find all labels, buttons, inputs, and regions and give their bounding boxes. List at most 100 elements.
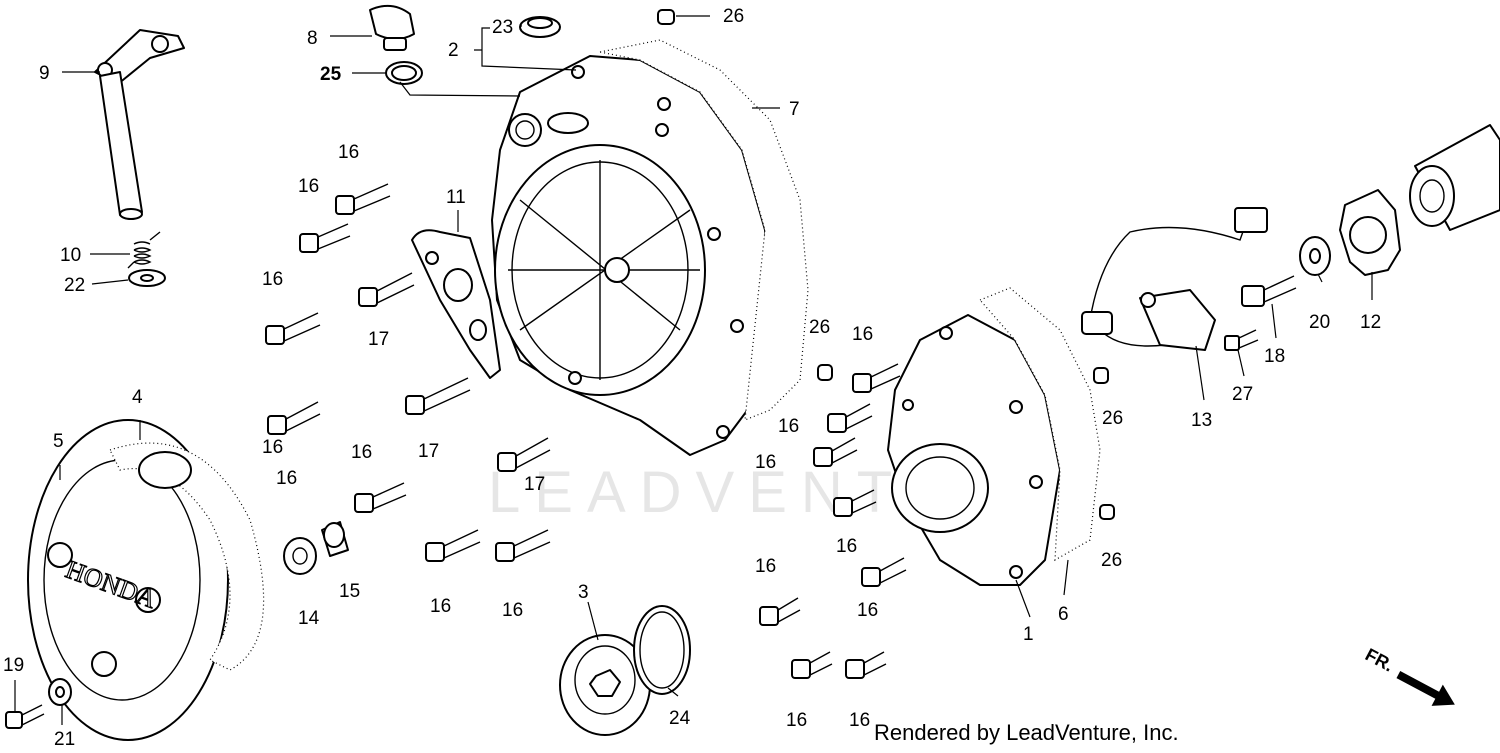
part-25-o-ring [385, 61, 423, 85]
callout-labels: 1 2 3 4 5 6 7 8 9 10 11 12 13 14 15 16 1… [3, 6, 1381, 750]
callout-16m: 16 [755, 556, 776, 577]
bolt-16-g [495, 529, 551, 562]
crankshaft [1409, 124, 1500, 231]
callout-16o: 16 [849, 710, 870, 731]
callout-24: 24 [669, 708, 691, 729]
part-20-washer [1299, 236, 1331, 276]
callout-9: 9 [39, 63, 50, 84]
callout-4: 4 [132, 387, 143, 408]
part-13-pulse-generator [1081, 207, 1268, 351]
direction-arrow-icon [1396, 671, 1455, 706]
callout-16l: 16 [857, 600, 878, 621]
callout-13: 13 [1191, 410, 1212, 431]
credit-text: Rendered by LeadVenture, Inc. [874, 720, 1179, 745]
callout-27: 27 [1232, 384, 1253, 405]
direction-text: FR. [1362, 644, 1397, 675]
callout-26c: 26 [1102, 408, 1123, 429]
bolt-16-i [827, 403, 873, 433]
part-10-spring [127, 231, 161, 269]
part-26-dowel [817, 364, 1115, 520]
callout-19: 19 [3, 655, 24, 676]
callout-16b: 16 [298, 176, 319, 197]
bolt-16-o [845, 651, 887, 679]
part-23-seal [519, 16, 561, 38]
part-15-collar [321, 521, 349, 557]
part-1-side-cover [887, 314, 1061, 586]
bolt-16-j [813, 437, 858, 467]
leader-lines [14, 15, 1373, 725]
bolt-17-c [497, 437, 551, 472]
callout-10: 10 [60, 245, 81, 266]
callout-17b: 17 [418, 441, 439, 462]
callout-17a: 17 [368, 329, 389, 350]
part-27-bolt [1224, 329, 1259, 351]
callout-22: 22 [64, 275, 85, 296]
callout-25: 25 [320, 64, 342, 85]
bolt-17-b [405, 377, 471, 415]
callout-16c: 16 [262, 269, 283, 290]
callout-6: 6 [1058, 604, 1069, 625]
callout-26b: 26 [809, 317, 830, 338]
bolt-16-k [833, 489, 877, 517]
callout-8: 8 [307, 28, 318, 49]
callout-26d: 26 [1101, 550, 1122, 571]
callout-16k: 16 [836, 536, 857, 557]
bolt-16-f [425, 529, 481, 562]
callout-16h: 16 [852, 324, 873, 345]
direction-marker: FR. [1362, 644, 1455, 706]
bolt-16-m [759, 597, 801, 626]
part-7-gasket [599, 39, 809, 421]
callout-14: 14 [298, 608, 320, 629]
part-5-emblem-cover: HONDA [27, 419, 229, 741]
callout-15: 15 [339, 581, 360, 602]
callout-18: 18 [1264, 346, 1285, 367]
callout-16a: 16 [338, 142, 359, 163]
callout-7: 7 [789, 99, 800, 120]
callout-16p: 16 [262, 437, 283, 458]
callout-3: 3 [578, 582, 589, 603]
bolt-16-a [335, 183, 391, 215]
part-8-oil-filler-cap [369, 4, 415, 51]
callout-16e: 16 [351, 442, 372, 463]
part-11-plate [411, 229, 501, 379]
part-12-rotor [1339, 189, 1401, 276]
callout-11: 11 [446, 187, 466, 208]
part-19-screw [5, 704, 45, 729]
callout-16d: 16 [276, 468, 297, 489]
bolt-16-e [354, 482, 407, 513]
callout-16j: 16 [755, 452, 776, 473]
bolt-16-l [861, 557, 907, 587]
part-3-plug [559, 634, 651, 736]
bolts-group [265, 183, 907, 679]
part-2-clutch-cover [491, 55, 769, 456]
callout-5: 5 [53, 431, 64, 452]
callout-12: 12 [1360, 312, 1381, 333]
part-24-o-ring [633, 605, 691, 695]
part-22-washer [128, 269, 166, 287]
bolt-16-h [852, 363, 901, 393]
callout-16n: 16 [786, 710, 807, 731]
part-18-bolt [1241, 275, 1297, 307]
callout-16i: 16 [778, 416, 799, 437]
callout-26a: 26 [723, 6, 744, 27]
callout-2: 2 [448, 40, 459, 61]
callout-1: 1 [1023, 624, 1034, 645]
callout-16g: 16 [502, 600, 523, 621]
part-9-shift-rod [94, 29, 185, 220]
part-14-grommet [283, 537, 317, 575]
callout-20: 20 [1309, 312, 1330, 333]
bolt-17-a [358, 272, 415, 307]
bolt-16-b [299, 223, 351, 253]
bolt-16-n [791, 651, 833, 679]
part-6-gasket [978, 287, 1101, 562]
part-26-dowel-top [657, 9, 675, 25]
part-4-gasket [109, 442, 265, 671]
bolt-16-c [265, 312, 321, 345]
callout-17c: 17 [524, 474, 545, 495]
part-21-washer [48, 678, 72, 706]
bolt-16-d [267, 401, 321, 435]
callout-16f: 16 [430, 596, 451, 617]
callout-23: 23 [492, 17, 513, 38]
callout-21: 21 [54, 729, 75, 750]
